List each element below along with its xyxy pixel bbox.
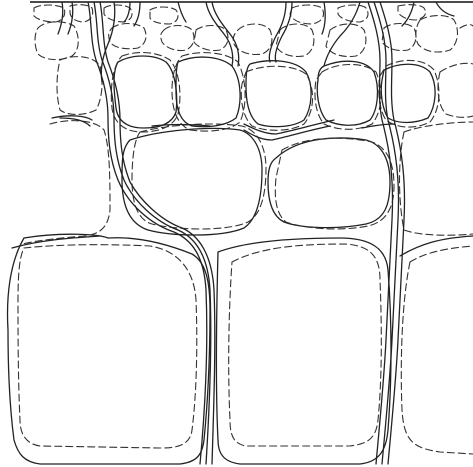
- upper-cell-far-left: [56, 56, 103, 116]
- upper-cell-4: [314, 60, 382, 130]
- middle-cell-left: [121, 123, 267, 236]
- strand-right: [367, 1, 406, 465]
- upper-cell-6: [437, 62, 473, 118]
- upper-cell-3: [240, 60, 314, 131]
- upper-cell-2: [171, 52, 246, 132]
- large-cell-middle: [215, 237, 392, 465]
- upper-cell-1: [110, 51, 181, 133]
- large-cell-right: [399, 235, 473, 455]
- middle-cell-far-right: [398, 121, 473, 236]
- strand-left: [87, 1, 216, 465]
- middle-cell-far-left: [11, 115, 111, 249]
- branch-lines: [57, 1, 455, 141]
- middle-cell-right: [267, 137, 395, 230]
- large-cell-left: [6, 233, 211, 465]
